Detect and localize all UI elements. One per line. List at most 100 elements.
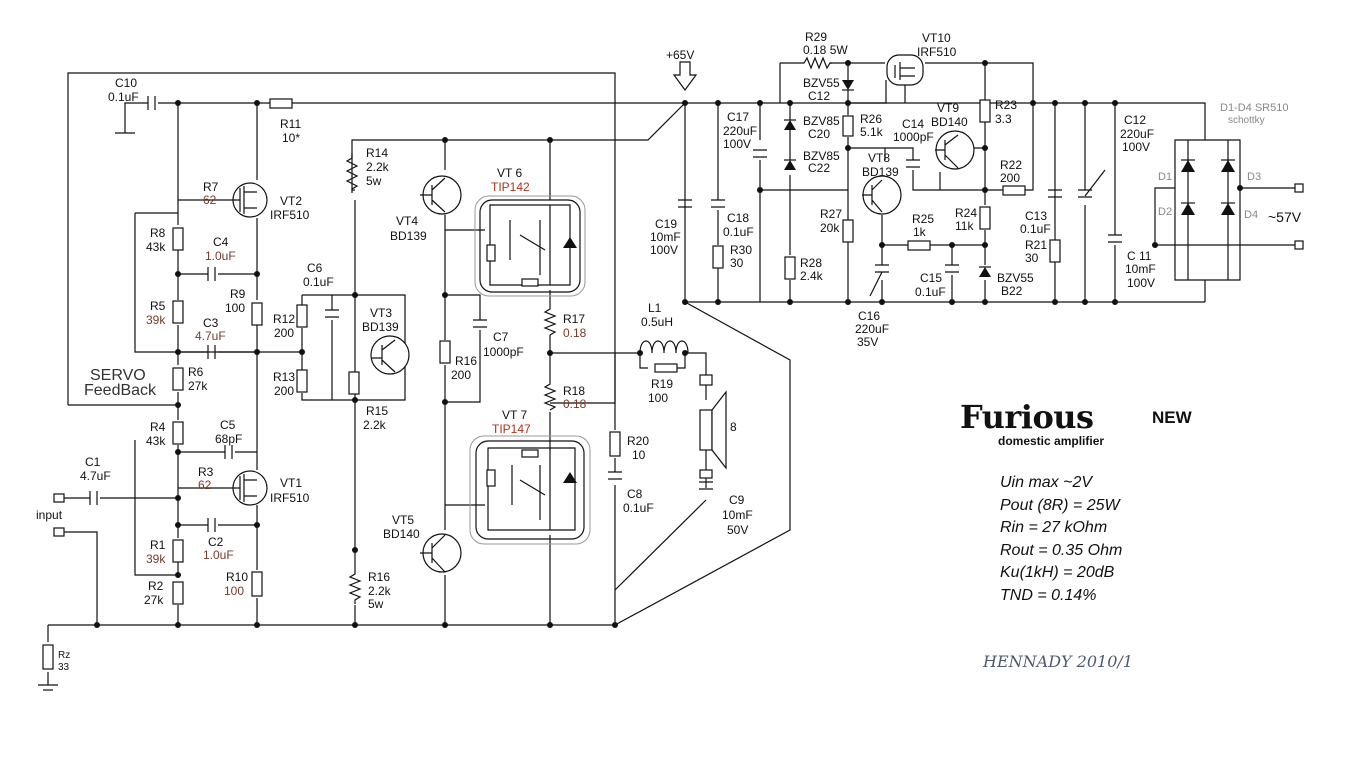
- lbl-l1v: 0.5uH: [641, 315, 673, 329]
- lbl-d1: D1: [1158, 171, 1172, 183]
- lbl-r1v: 39k: [146, 552, 166, 566]
- vcc-arrow: [672, 61, 698, 92]
- spec-list: Uin max ~2V Pout (8R) = 25W Rin = 27 kOh…: [1000, 472, 1122, 607]
- lbl-vt5: VT5: [392, 513, 414, 527]
- junction-dots: [94, 60, 1243, 628]
- lbl-c10: C10: [115, 76, 137, 90]
- lbl-c15: C15: [920, 271, 942, 285]
- lbl-r12: R12: [273, 312, 295, 326]
- lbl-ac: ~57V: [1268, 209, 1302, 225]
- darlington-vt6: [474, 195, 586, 297]
- lbl-r28v: 2.4k: [800, 269, 824, 283]
- lbl-rzv: 33: [58, 662, 70, 673]
- lbl-c3: C3: [203, 316, 219, 330]
- lbl-r16bv: 2.2k: [368, 584, 392, 598]
- lbl-l1: L1: [648, 301, 662, 315]
- lbl-vt8: VT8: [868, 151, 890, 165]
- lbl-r16bp: 5w: [368, 597, 384, 611]
- lbl-r23: R23: [995, 98, 1017, 112]
- power-resistors: [345, 56, 832, 604]
- lbl-c2v: 1.0uF: [203, 548, 234, 562]
- lbl-c8v: 0.1uF: [623, 501, 654, 515]
- lbl-vt6t: TIP142: [491, 180, 530, 194]
- lbl-r5: R5: [150, 299, 166, 313]
- lbl-vt3: VT3: [370, 306, 392, 320]
- lbl-r18v: 0.18: [563, 397, 587, 411]
- lbl-c1: C1: [85, 455, 101, 469]
- amplifier-subtitle: domestic amplifier: [998, 434, 1105, 448]
- lbl-vt7t: TIP147: [492, 422, 531, 436]
- lbl-bzv85a: BZV85: [803, 114, 840, 128]
- lbl-r9v: 100: [225, 301, 245, 315]
- lbl-r14: R14: [366, 146, 388, 160]
- lbl-c17v: 220uF: [723, 124, 757, 138]
- lbl-vt6: VT 6: [497, 166, 522, 180]
- lbl-r10v: 100: [224, 584, 244, 598]
- lbl-r9: R9: [230, 287, 246, 301]
- lbl-r13: R13: [273, 370, 295, 384]
- lbl-c13: C13: [1025, 209, 1047, 223]
- lbl-c20: C20: [808, 127, 830, 141]
- lbl-diodes: D1-D4 SR510: [1220, 102, 1288, 114]
- lbl-vt9t: BD140: [931, 115, 968, 129]
- spec-uin: Uin max ~2V: [1000, 474, 1093, 491]
- author-signature: HENNADY 2010/1: [983, 652, 1133, 671]
- lbl-r3: R3: [198, 465, 214, 479]
- lbl-vt10: VT10: [922, 31, 951, 45]
- lbl-r19v: 100: [648, 391, 668, 405]
- lbl-c4v: 1.0uF: [205, 249, 236, 263]
- lbl-c12bv: 220uF: [1120, 127, 1154, 141]
- lbl-feedback: FeedBack: [84, 382, 157, 399]
- lbl-c9u: 50V: [727, 523, 748, 537]
- lbl-vcc: +65V: [666, 48, 694, 62]
- lbl-r27: R27: [820, 207, 842, 221]
- lbl-c1v: 4.7uF: [80, 469, 111, 483]
- lbl-d4: D4: [1244, 209, 1258, 221]
- lbl-vt4t: BD139: [390, 229, 427, 243]
- new-badge: NEW: [1152, 408, 1192, 427]
- lbl-c8: C8: [627, 487, 643, 501]
- lbl-c17u: 100V: [723, 137, 751, 151]
- lbl-r8: R8: [150, 226, 166, 240]
- lbl-r22v: 200: [1000, 171, 1020, 185]
- lbl-r30v: 30: [730, 256, 744, 270]
- lbl-c14v: 1000pF: [893, 130, 934, 144]
- zener-diodes: [784, 80, 1235, 277]
- lbl-c15v: 0.1uF: [915, 285, 946, 299]
- lbl-r11: R11: [280, 117, 301, 131]
- lbl-c18v: 0.1uF: [723, 225, 754, 239]
- lbl-c5v: 68pF: [215, 432, 242, 446]
- lbl-vt1: VT1: [280, 476, 302, 490]
- lbl-vt1t: IRF510: [270, 491, 310, 505]
- lbl-r28: R28: [800, 256, 822, 270]
- lbl-c6v: 0.1uF: [303, 275, 334, 289]
- lbl-d3: D3: [1247, 171, 1261, 183]
- lbl-r18: R18: [563, 384, 585, 398]
- title-block: Furious NEW domestic amplifier: [960, 398, 1280, 638]
- lbl-r6v: 27k: [188, 379, 208, 393]
- lbl-r29v: 0.18 5W: [803, 43, 848, 57]
- amplifier-name: Furious: [960, 398, 1094, 436]
- lbl-vt3t: BD139: [362, 320, 399, 334]
- transistor-internals: [232, 62, 959, 573]
- spec-rin: Rin = 27 kOhm: [1000, 519, 1108, 536]
- lbl-r7: R7: [203, 180, 219, 194]
- lbl-r15: R15: [366, 404, 388, 418]
- lbl-c9v: 10mF: [722, 508, 753, 522]
- lbl-bzv55b: BZV55: [997, 271, 1034, 285]
- lbl-r7v: 62: [203, 193, 217, 207]
- lbl-c4: C4: [213, 235, 229, 249]
- lbl-vt10t: IRF510: [917, 45, 957, 59]
- lbl-c16u: 35V: [857, 335, 878, 349]
- lbl-r12v: 200: [274, 326, 294, 340]
- lbl-r13v: 200: [274, 384, 294, 398]
- lbl-c7: C7: [493, 330, 509, 344]
- inductor-l1: [639, 340, 689, 354]
- lbl-rz: Rz: [58, 650, 70, 661]
- lbl-c19u: 100V: [650, 243, 678, 257]
- lbl-c16: C16: [858, 309, 880, 323]
- lbl-vt2t: IRF510: [270, 208, 310, 222]
- lbl-r21: R21: [1025, 238, 1047, 252]
- lbl-r14v: 2.2k: [366, 160, 390, 174]
